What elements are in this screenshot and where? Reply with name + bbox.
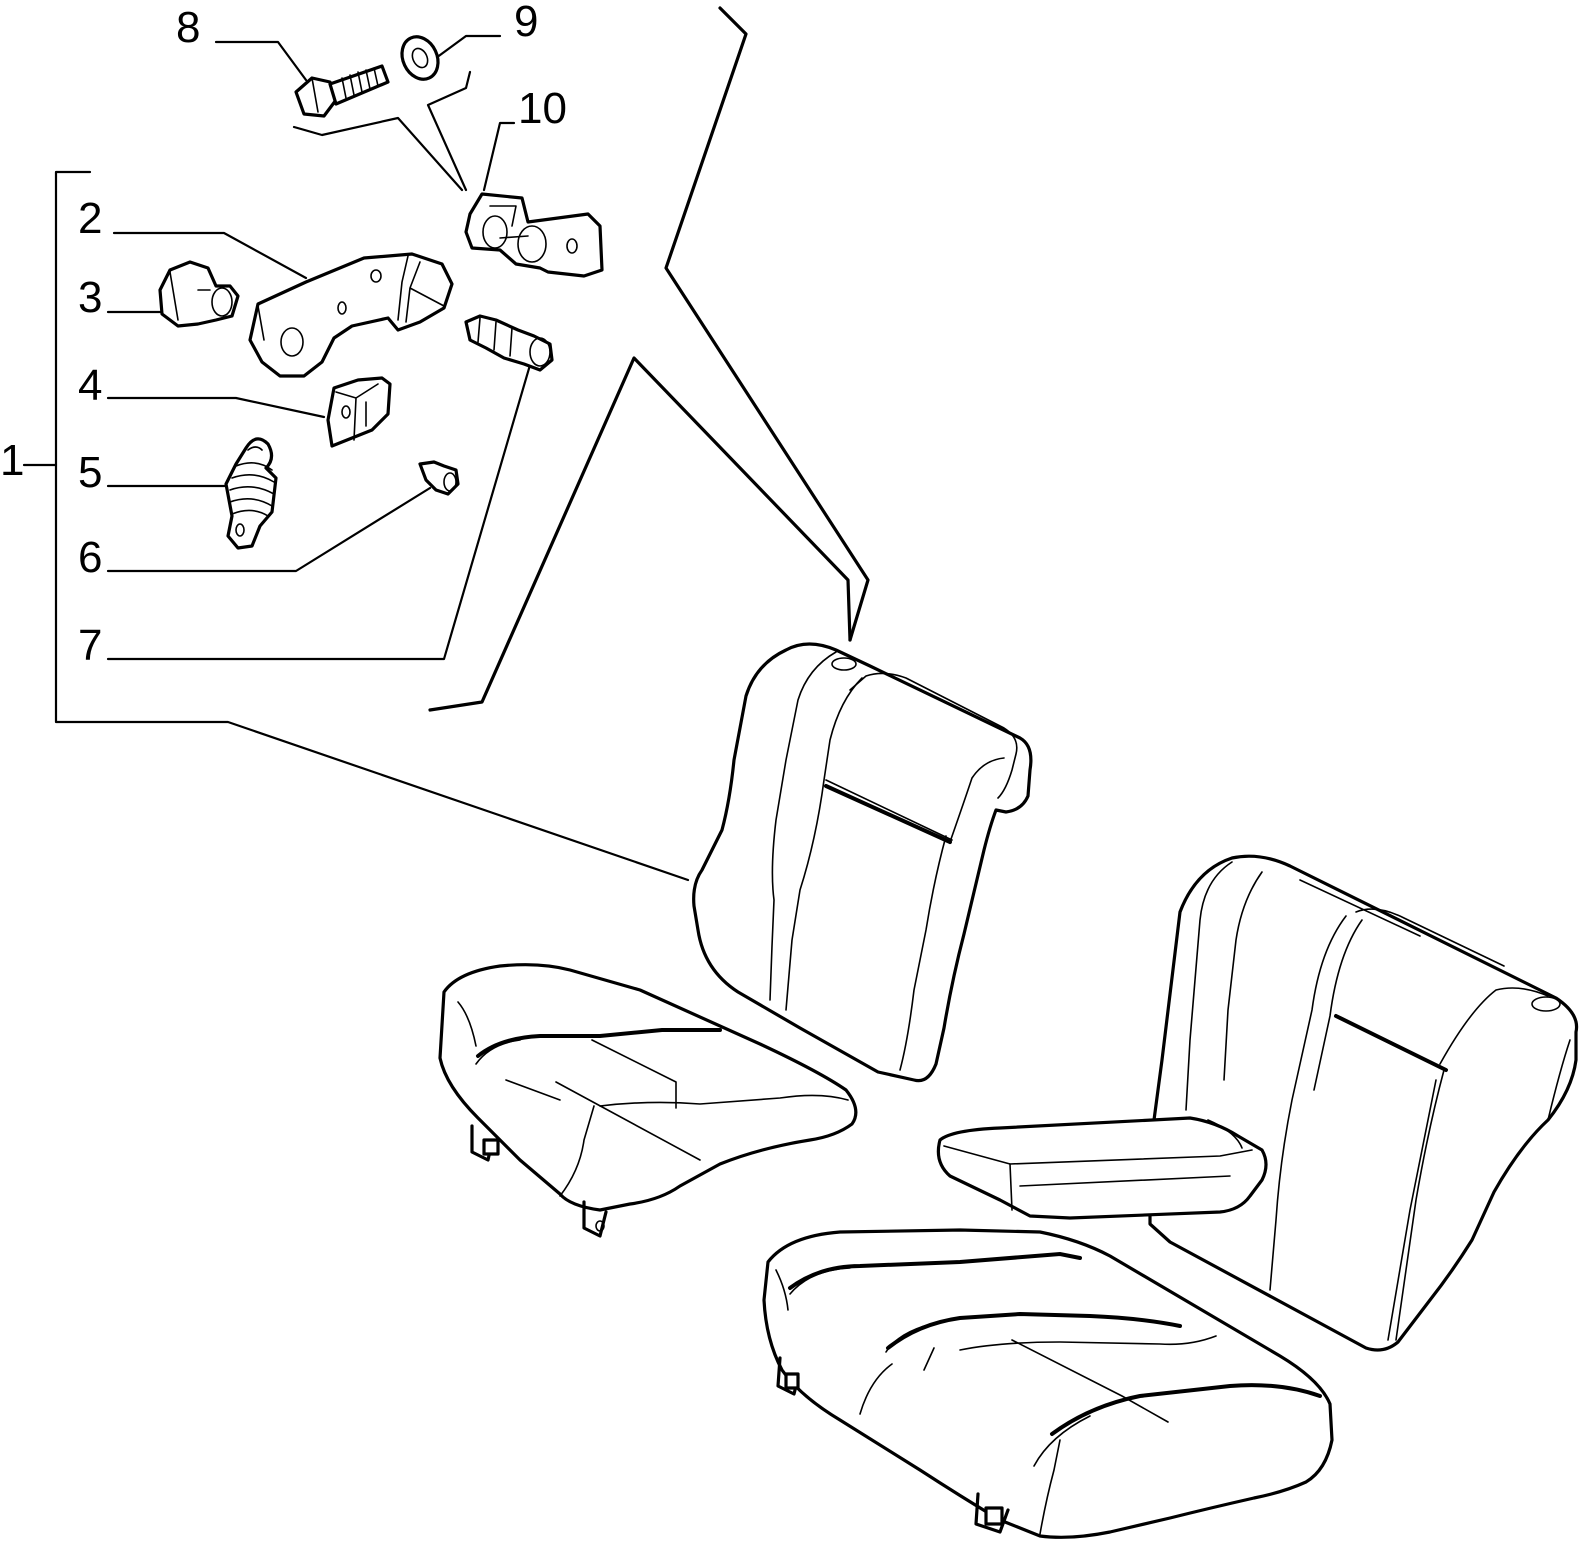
part-8-bolt (294, 64, 390, 118)
single-seat (438, 642, 1033, 1238)
leader-7 (106, 363, 532, 661)
part-10-bracket (464, 192, 604, 278)
leader-4 (106, 396, 326, 419)
callout-4-label: 4 (78, 361, 102, 410)
part-4-clip (326, 376, 392, 448)
part-5-spring (224, 437, 278, 550)
leader-6 (106, 486, 432, 573)
leader-8-9-bracket (292, 70, 472, 192)
leader-8 (214, 40, 308, 82)
part-6-rivet (418, 460, 460, 496)
single-seat-backrest (692, 642, 1033, 1083)
part-7-pin (464, 314, 554, 372)
callout-labels: 1 2 3 4 5 6 7 8 9 10 (0, 0, 567, 670)
part-9-washer (400, 35, 440, 81)
callout-7-label: 7 (78, 621, 102, 670)
leader-9 (434, 34, 502, 60)
callout-8-label: 8 (176, 3, 200, 52)
callout-9-label: 9 (514, 0, 538, 46)
leader-2 (112, 231, 308, 280)
leader-lower-zigzag (428, 356, 852, 712)
bench-seat-backrest (1148, 854, 1579, 1352)
part-2-hinge-arm (248, 252, 454, 378)
bench-seat-armrest (936, 1116, 1268, 1220)
callout-6-label: 6 (78, 533, 102, 582)
leader-10 (482, 121, 516, 192)
callout-2-label: 2 (78, 194, 102, 243)
part-3-bushing (158, 260, 240, 328)
leader-upper-zigzag (664, 6, 870, 642)
callout-5-label: 5 (78, 448, 102, 497)
bench-seat (762, 854, 1579, 1539)
callout-3-label: 3 (78, 273, 102, 322)
leader-lines (22, 6, 870, 882)
group-bracket-1 (54, 170, 690, 882)
bench-seat-cushion (762, 1228, 1334, 1539)
single-seat-cushion (438, 963, 858, 1238)
callout-10-label: 10 (518, 84, 567, 133)
small-parts (158, 35, 604, 550)
callout-1-label: 1 (0, 436, 24, 485)
